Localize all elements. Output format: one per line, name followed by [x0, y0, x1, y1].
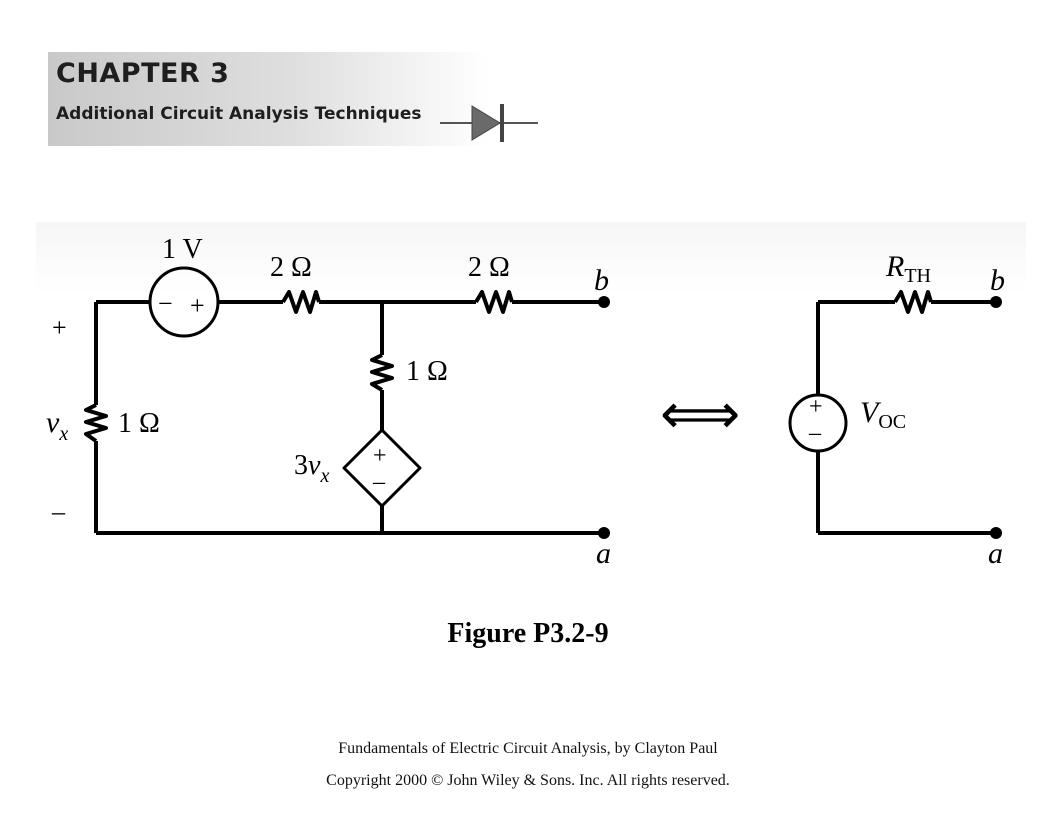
voc-label: VOC [860, 396, 906, 433]
resistor-2ohm-left [281, 290, 321, 314]
terminal-a-dot [598, 527, 610, 539]
dependent-source [342, 428, 422, 508]
resistor-1ohm-vx [84, 403, 108, 443]
resistor-2ohm-right [474, 290, 514, 314]
voltage-source-1v [148, 266, 220, 338]
source-label: 1 V [162, 234, 203, 265]
resistor-right-label: 2 Ω [468, 252, 510, 283]
footer-book-title: Fundamentals of Electric Circuit Analysi… [338, 740, 718, 757]
vx-label: vx [46, 406, 68, 445]
th-terminal-a-dot [990, 527, 1002, 539]
terminal-b-label: b [594, 264, 609, 297]
voc-minus-sign: – [808, 420, 822, 446]
equivalence-arrow-icon: ⟺ [660, 384, 740, 446]
figure-background [36, 222, 1026, 582]
resistor-left-label: 2 Ω [270, 252, 312, 283]
resistor-vx-label: 1 Ω [118, 408, 160, 439]
dependent-minus-sign: – [372, 469, 386, 495]
dependent-source-label: 3vx [294, 450, 329, 487]
source-plus-sign: + [190, 291, 205, 320]
diode-logo-icon [440, 104, 538, 142]
th-terminal-b-dot [990, 296, 1002, 308]
resistor-1ohm-mid [370, 353, 394, 392]
th-terminal-b-label: b [990, 264, 1005, 297]
chapter-title: CHAPTER 3 [56, 58, 230, 89]
footer-copyright: Copyright 2000 © John Wiley & Sons. Inc.… [326, 772, 730, 789]
vx-plus-sign: + [52, 313, 67, 342]
voltage-source-voc [788, 393, 848, 453]
terminal-b-dot [598, 296, 610, 308]
figure-caption: Figure P3.2-9 [447, 618, 609, 649]
vx-minus-sign: – [51, 497, 66, 526]
dependent-plus-sign: + [373, 443, 387, 469]
voc-plus-sign: + [809, 394, 823, 420]
rth-label: RTH [885, 250, 931, 287]
chapter-subtitle: Additional Circuit Analysis Techniques [56, 104, 422, 124]
resistor-rth [893, 290, 933, 314]
chapter-banner: CHAPTER 3 Additional Circuit Analysis Te… [40, 48, 538, 152]
banner-background [48, 52, 488, 146]
th-terminal-a-label: a [988, 537, 1003, 570]
terminal-a-label: a [596, 537, 611, 570]
source-minus-sign: − [158, 289, 173, 318]
resistor-mid-label: 1 Ω [406, 356, 448, 387]
